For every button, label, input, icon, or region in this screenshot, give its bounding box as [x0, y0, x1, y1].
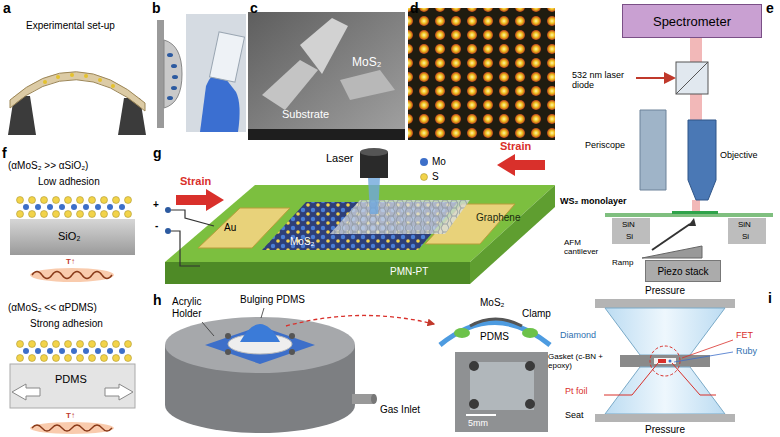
- thermal-strain: [10, 197, 135, 435]
- material-label: PDMS: [480, 331, 509, 343]
- material-label: Substrate: [282, 108, 329, 121]
- component-label: Gasket (c-BN + epoxy): [548, 352, 614, 370]
- component-label: Bulging PDMS: [240, 294, 305, 306]
- condition-label: (αMoS₂ << αPDMS): [8, 302, 97, 314]
- piezo-box: Piezo stack: [645, 260, 721, 282]
- flexible-substrate: [157, 14, 246, 132]
- polarity-sign: +: [153, 199, 159, 211]
- temperature-symbol: T↑: [66, 257, 75, 266]
- piezo-strain-device: [165, 148, 555, 284]
- component-label: Pt foil: [565, 386, 588, 396]
- component-label: Seat: [565, 410, 584, 420]
- component-label: AFM cantilever: [564, 238, 608, 256]
- material-label: Si: [626, 232, 633, 241]
- strain-label: Strain: [180, 175, 211, 188]
- scale-label: 5mm: [468, 418, 488, 428]
- panel-letter: e: [766, 0, 774, 16]
- panel-letter: h: [153, 292, 162, 308]
- component-label: 532 nm laser diode: [572, 70, 632, 91]
- panel-letter: i: [768, 290, 772, 306]
- material-label: Au: [224, 222, 236, 234]
- bending-setup: [8, 72, 146, 135]
- panel-letter: c: [250, 0, 258, 16]
- sem-image: [248, 12, 405, 140]
- spectrometer-box: Spectrometer: [622, 4, 762, 38]
- cone-array: [408, 8, 555, 140]
- component-label: Laser: [326, 152, 354, 165]
- temperature-symbol: T↑: [66, 411, 75, 420]
- material-label: MoS₂: [352, 56, 381, 70]
- force-label: Pressure: [645, 285, 685, 297]
- condition-label: (αMoS₂ >> αSiO₂): [8, 160, 88, 172]
- material-label: MoS₂: [480, 297, 504, 309]
- component-label: Acrylic Holder: [172, 296, 218, 319]
- material-label: SiO₂: [58, 230, 81, 243]
- box-text: Piezo stack: [657, 266, 708, 277]
- panel-letter: d: [410, 0, 419, 16]
- panel-letter: f: [2, 145, 7, 161]
- material-label: WS₂ monolayer: [560, 196, 627, 206]
- condition-label: Low adhesion: [38, 176, 100, 188]
- panel-letter: b: [152, 0, 161, 16]
- component-label: Ramp: [612, 258, 633, 267]
- component-label: Objective: [720, 150, 758, 160]
- afm-raman-setup: [605, 38, 773, 258]
- polarity-sign: -: [155, 220, 158, 232]
- component-label: Gas Inlet: [380, 404, 420, 416]
- force-label: Pressure: [645, 424, 685, 436]
- component-label: Clamp: [522, 308, 551, 320]
- bulge-setup: [165, 308, 550, 433]
- box-text: Spectrometer: [653, 14, 731, 29]
- material-label: MoS₂: [290, 236, 314, 248]
- panel-letter: a: [3, 0, 11, 16]
- material-label: PMN-PT: [390, 266, 428, 278]
- diamond-anvil-cell: [595, 299, 735, 422]
- material-label: SiN: [738, 220, 751, 229]
- material-label: Graphene: [476, 212, 520, 224]
- material-label: Si: [742, 232, 749, 241]
- component-label: Ruby: [736, 346, 757, 356]
- legend-label: Mo: [432, 156, 446, 168]
- caption-text: Experimental set-up: [26, 20, 115, 32]
- material-label: SiN: [622, 220, 635, 229]
- material-label: PDMS: [55, 373, 87, 386]
- component-label: Diamond: [560, 330, 596, 340]
- legend-label: S: [432, 171, 439, 183]
- panel-letter: g: [153, 145, 162, 161]
- condition-label: Strong adhesion: [30, 318, 103, 330]
- component-label: Periscope: [585, 140, 625, 150]
- strain-label: Strain: [500, 140, 531, 153]
- component-label: FET: [736, 330, 753, 340]
